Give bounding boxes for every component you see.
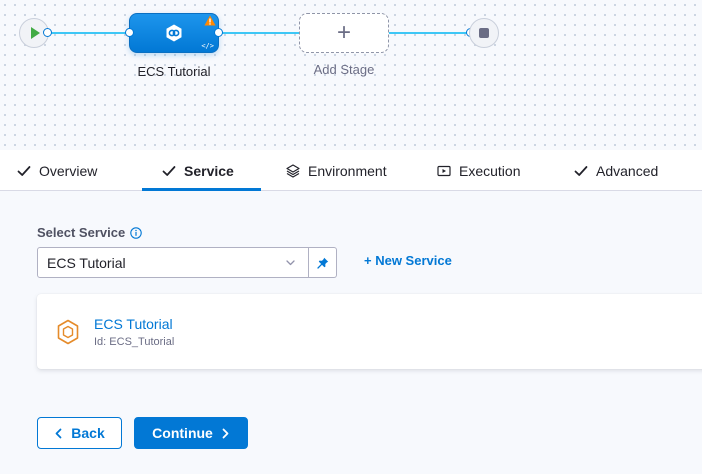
port-dot (214, 28, 223, 37)
stage-tabs: Overview Service Environment Execution A… (0, 150, 702, 191)
service-select-value: ECS Tutorial (47, 254, 126, 271)
chevron-right-icon (222, 428, 229, 438)
check-icon (17, 165, 31, 176)
back-button-label: Back (71, 425, 105, 441)
tab-label: Execution (459, 162, 521, 179)
select-service-label: Select Service (37, 225, 142, 240)
tab-label: Environment (308, 162, 387, 179)
warning-icon[interactable] (204, 15, 216, 26)
back-button[interactable]: Back (37, 417, 122, 449)
tab-label: Service (184, 162, 234, 179)
pipeline-edge (388, 32, 470, 34)
deployment-stage-icon (166, 24, 182, 42)
service-card[interactable]: ECS Tutorial Id: ECS_Tutorial (37, 294, 702, 369)
chevron-left-icon (55, 428, 62, 438)
tab-label: Advanced (596, 162, 659, 179)
pipeline-canvas[interactable]: </> ECS Tutorial + Add Stage (0, 0, 702, 150)
tab-service[interactable]: Service (162, 150, 234, 191)
port-dot (43, 28, 52, 37)
code-icon: </> (201, 42, 214, 50)
play-icon (31, 27, 40, 39)
new-service-button[interactable]: + New Service (364, 253, 452, 268)
tab-execution[interactable]: Execution (437, 150, 520, 191)
plus-icon: + (336, 19, 351, 46)
select-service-label-text: Select Service (37, 225, 126, 240)
pipeline-edge (48, 32, 130, 34)
tab-environment[interactable]: Environment (286, 150, 387, 191)
tab-overview[interactable]: Overview (17, 150, 97, 191)
pin-icon (316, 257, 328, 269)
active-tab-indicator (142, 188, 261, 191)
service-panel: Select Service ECS Tutorial + New Servic… (0, 191, 702, 474)
tab-advanced[interactable]: Advanced (574, 150, 658, 191)
pipeline-edge (218, 32, 300, 34)
chevron-down-icon (286, 260, 295, 266)
execution-icon (437, 165, 451, 176)
environment-icon (286, 163, 300, 178)
pipeline-end-node[interactable] (469, 18, 499, 48)
continue-button-label: Continue (152, 425, 213, 441)
check-icon (574, 165, 588, 176)
port-dot (125, 28, 134, 37)
add-stage-button[interactable]: + (299, 13, 389, 53)
ecs-service-icon (57, 319, 79, 345)
add-stage-label: Add Stage (313, 62, 375, 77)
check-icon (162, 165, 176, 176)
service-select[interactable]: ECS Tutorial (37, 247, 309, 278)
stage-label: ECS Tutorial (137, 64, 211, 79)
info-icon[interactable] (130, 226, 142, 239)
tab-label: Overview (39, 162, 98, 179)
stage-node-ecs-tutorial[interactable]: </> (129, 13, 219, 53)
pin-button[interactable] (309, 247, 337, 278)
service-card-id: Id: ECS_Tutorial (94, 336, 175, 348)
service-card-name[interactable]: ECS Tutorial (94, 316, 173, 332)
stop-icon (479, 28, 489, 38)
continue-button[interactable]: Continue (134, 417, 248, 449)
